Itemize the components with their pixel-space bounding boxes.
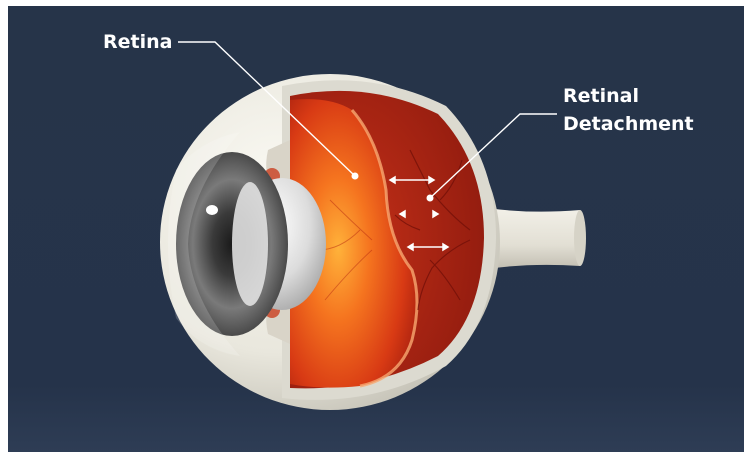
label-retinal-detachment-line2: Detachment — [563, 113, 694, 135]
label-retinal-detachment-line1: Retinal — [563, 85, 639, 107]
label-retina: Retina — [103, 31, 172, 53]
retina-pointer-dot — [352, 173, 359, 180]
detachment-pointer-dot — [427, 195, 434, 202]
eye-highlight — [206, 205, 218, 215]
optic-nerve-end — [574, 210, 586, 266]
